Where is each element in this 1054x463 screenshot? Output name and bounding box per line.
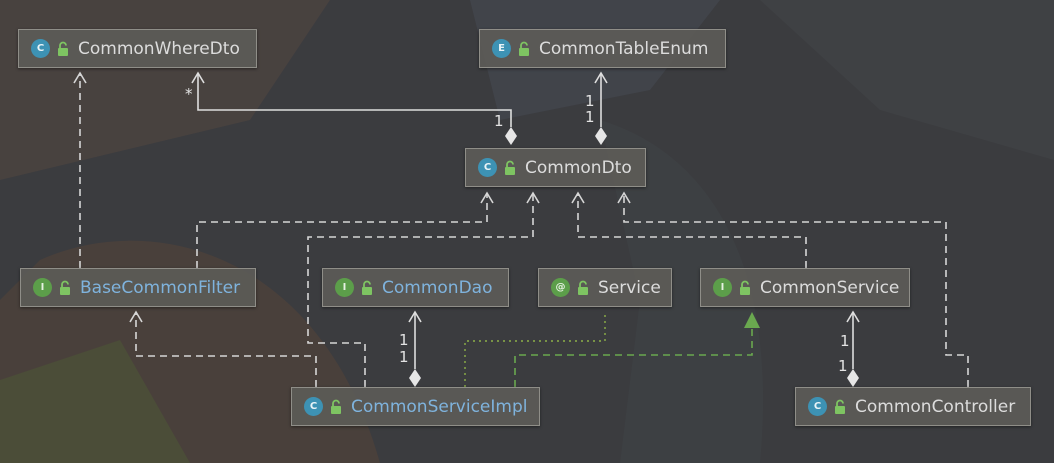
multiplicity-dao-bottom: 1 (399, 348, 409, 366)
interface-name: CommonService (760, 277, 900, 298)
dependency-controller-dto (617, 191, 969, 387)
realization-arrowhead (744, 312, 760, 328)
class-node-common-controller[interactable]: C CommonController (795, 387, 1031, 426)
association-controller-service (846, 310, 860, 387)
class-icon: C (808, 397, 827, 416)
dependency-filter-dto (196, 191, 494, 268)
class-node-common-dto[interactable]: C CommonDto (465, 148, 646, 187)
composition-diamond (505, 127, 517, 145)
interface-node-common-service[interactable]: I CommonService (700, 268, 910, 307)
dependency-impl-filter (129, 310, 317, 387)
interface-icon: I (335, 278, 354, 297)
composition-diamond (847, 369, 859, 387)
lock-open-icon (578, 280, 588, 295)
class-name: CommonDto (525, 157, 632, 178)
association-dto-tableenum (594, 71, 608, 145)
class-name: CommonWhereDto (78, 38, 240, 59)
lock-open-icon (505, 160, 515, 175)
class-node-common-service-impl[interactable]: C CommonServiceImpl (291, 387, 540, 426)
lock-open-icon (60, 280, 70, 295)
lock-open-icon (58, 41, 68, 56)
dependency-filter-wheredto (73, 71, 87, 268)
composition-diamond (595, 127, 607, 145)
multiplicity-service-bottom: 1 (838, 357, 848, 375)
association-dto-wheredto (191, 71, 517, 145)
enum-icon: E (492, 39, 511, 58)
enum-name: CommonTableEnum (539, 38, 709, 59)
dependency-impl-dto (307, 191, 540, 387)
class-node-common-where-dto[interactable]: C CommonWhereDto (18, 29, 257, 68)
association-impl-dao (408, 310, 422, 387)
composition-diamond (409, 369, 421, 387)
multiplicity-where-dto-one: 1 (494, 112, 504, 130)
interface-icon: I (33, 278, 52, 297)
annotation-icon: @ (551, 278, 570, 297)
lock-open-icon (740, 280, 750, 295)
multiplicity-where-dto-star: * (185, 85, 193, 103)
lock-open-icon (519, 41, 529, 56)
lock-open-icon (331, 399, 341, 414)
lock-open-icon (835, 399, 845, 414)
class-icon: C (478, 158, 497, 177)
class-icon: C (304, 397, 323, 416)
realization-impl-service (514, 312, 760, 387)
multiplicity-service-top: 1 (840, 332, 850, 350)
interface-name: BaseCommonFilter (80, 277, 241, 298)
multiplicity-dao-top: 1 (399, 331, 409, 349)
class-name: CommonController (855, 396, 1016, 417)
dependency-service-dto (571, 191, 807, 268)
interface-icon: I (713, 278, 732, 297)
multiplicity-table-enum-bottom: 1 (585, 108, 595, 126)
class-icon: C (31, 39, 50, 58)
annotation-node-service[interactable]: @ Service (538, 268, 672, 307)
class-name: CommonServiceImpl (351, 396, 528, 417)
interface-node-common-dao[interactable]: I CommonDao (322, 268, 509, 307)
interface-name: CommonDao (382, 277, 493, 298)
interface-node-base-common-filter[interactable]: I BaseCommonFilter (20, 268, 256, 307)
enum-node-common-table-enum[interactable]: E CommonTableEnum (479, 29, 726, 68)
annotation-impl-service (464, 312, 606, 387)
annotation-name: Service (598, 277, 661, 298)
lock-open-icon (362, 280, 372, 295)
multiplicity-table-enum-top: 1 (585, 92, 595, 110)
